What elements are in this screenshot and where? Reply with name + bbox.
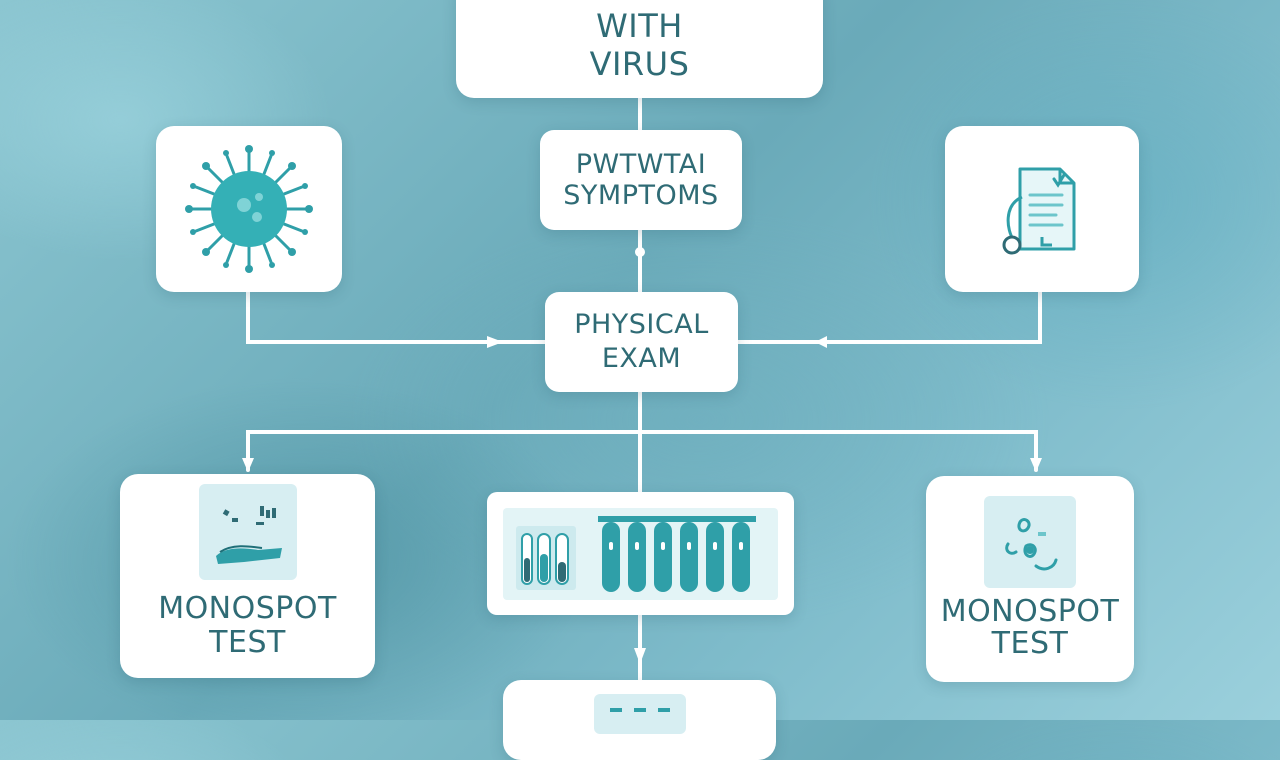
node-monospot-test-left: MONOSPOT TEST	[120, 474, 375, 678]
node-monospot-test-left-label: MONOSPOT TEST	[158, 591, 337, 660]
test-tube-rack	[503, 507, 778, 600]
medical-record-card	[945, 126, 1139, 292]
hand-lab-tile	[198, 484, 297, 580]
node-physical-exam: PHYSICAL EXAM	[545, 292, 738, 392]
virus-icon	[185, 145, 313, 273]
node-symptoms: PWTWTAI SYMPTOMS	[540, 130, 742, 230]
lab-sample-icon	[1005, 518, 1058, 571]
node-physical-exam-label: PHYSICAL EXAM	[574, 309, 709, 374]
node-monospot-test-right-label: MONOSPOT TEST	[940, 594, 1120, 661]
test-tube-panel	[487, 492, 794, 615]
node-monospot-test-right: MONOSPOT TEST	[926, 476, 1134, 682]
medical-document-stethoscope-icon	[1002, 167, 1076, 255]
hand-lab-icon	[215, 506, 282, 564]
node-with-virus-label: WITH VIRUS	[589, 7, 690, 83]
node-symptoms-label: PWTWTAI SYMPTOMS	[563, 149, 719, 211]
node-with-virus: WITH VIRUS	[456, 0, 823, 98]
clipboard-tile	[593, 694, 686, 734]
test-tubes-icon	[515, 515, 756, 592]
connector-lines	[0, 0, 1280, 720]
virus-card	[156, 126, 342, 292]
clipboard-icon	[609, 708, 670, 712]
lab-sample-tile	[984, 496, 1076, 588]
node-bottom-partial	[503, 680, 776, 760]
